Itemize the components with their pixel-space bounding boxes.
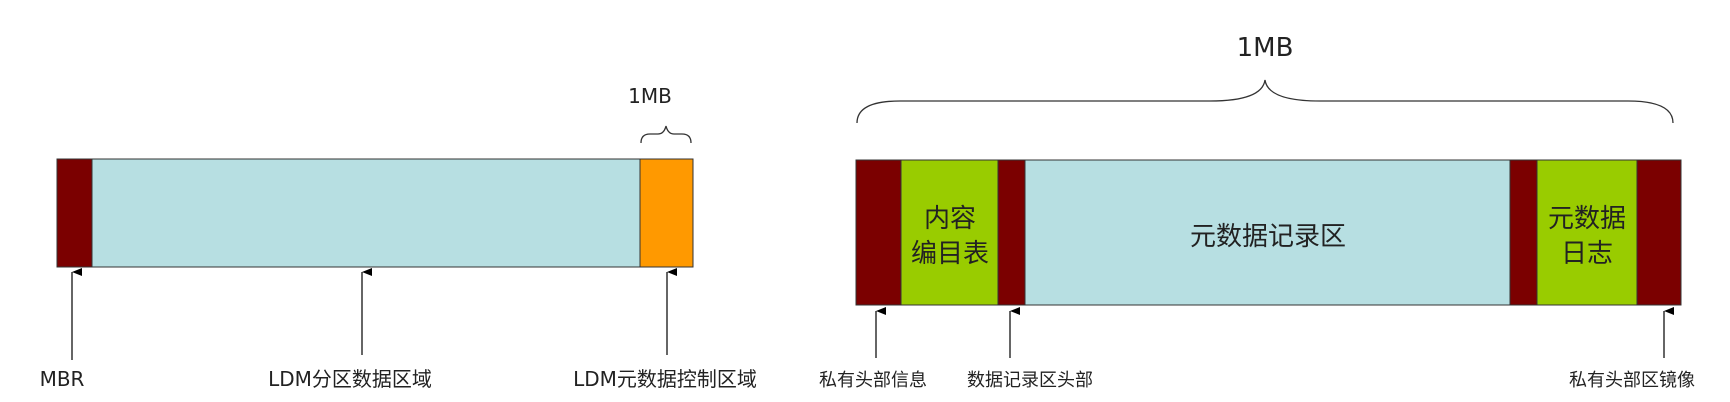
record-header-label: 数据记录区头部 <box>967 370 1093 391</box>
private-header-mirror-label: 私有头部区镜像 <box>1569 370 1695 391</box>
left-brace-label: 1MB <box>628 84 672 108</box>
ldm-partition-block <box>91 158 641 268</box>
log-label-line1: 元数据 <box>1548 204 1626 234</box>
private-header-mirror-block <box>1636 159 1682 306</box>
right-brace <box>856 79 1674 124</box>
right-brace-label: 1MB <box>1237 33 1294 63</box>
record-header-block <box>997 159 1026 306</box>
toc-block <box>900 159 999 306</box>
toc-label-line2: 编目表 <box>911 239 989 269</box>
right-metadata-bar <box>855 159 1682 306</box>
log-label-line2: 日志 <box>1561 239 1613 269</box>
mbr-block <box>56 158 93 268</box>
private-header-block <box>855 159 902 306</box>
mbr-label: MBR <box>40 367 85 391</box>
records-label: 元数据记录区 <box>1190 222 1346 252</box>
ldm-partition-label: LDM分区数据区域 <box>268 367 432 391</box>
records-block <box>1024 159 1511 306</box>
left-disk-bar <box>56 158 694 268</box>
ldm-metadata-label: LDM元数据控制区域 <box>573 367 757 391</box>
left-brace <box>640 125 692 144</box>
log-separator-block <box>1509 159 1538 306</box>
private-header-label: 私有头部信息 <box>819 370 927 391</box>
toc-label-line1: 内容 <box>924 204 976 234</box>
ldm-metadata-block <box>639 158 694 268</box>
log-block <box>1536 159 1638 306</box>
